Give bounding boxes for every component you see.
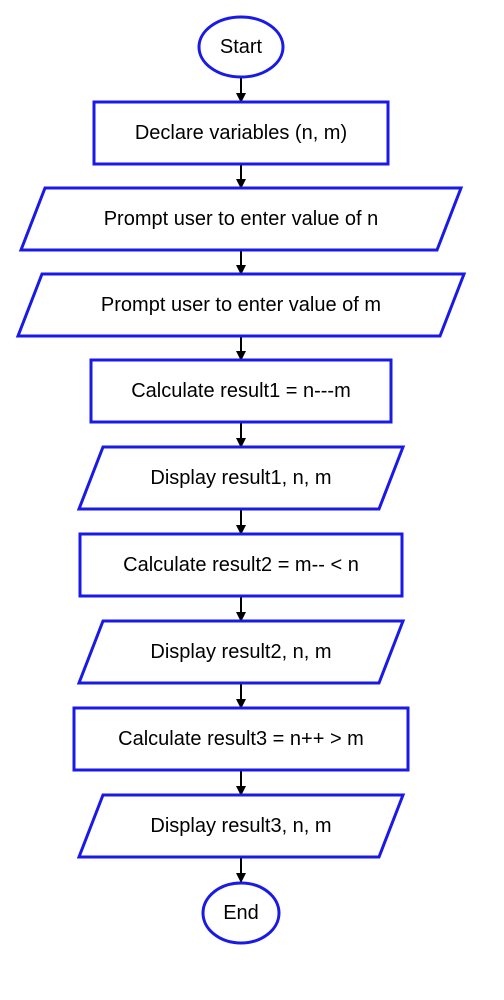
node-display-result2-shape [76, 619, 406, 685]
node-declare-label: Declare variables (n, m) [135, 122, 347, 144]
node-display-result3-label: Display result3, n, m [150, 815, 331, 837]
node-end: End [201, 881, 281, 945]
node-display-result1: Display result1, n, m [76, 445, 406, 511]
node-prompt-m-label: Prompt user to enter value of m [101, 294, 381, 316]
node-calc-result1-shape [89, 358, 393, 424]
node-prompt-m: Prompt user to enter value of m [15, 272, 467, 338]
node-display-result1-label: Display result1, n, m [150, 467, 331, 489]
node-declare-shape [92, 100, 390, 166]
node-start-label: Start [220, 36, 263, 58]
node-prompt-n: Prompt user to enter value of n [18, 186, 464, 252]
node-calc-result3-label: Calculate result3 = n++ > m [118, 728, 364, 750]
node-display-result1-shape [76, 445, 406, 511]
node-calc-result1-label: Calculate result1 = n---m [131, 380, 351, 402]
node-prompt-n-shape [18, 186, 464, 252]
node-start-shape [197, 15, 285, 79]
node-display-result3: Display result3, n, m [76, 793, 406, 859]
node-calc-result3: Calculate result3 = n++ > m [72, 706, 410, 772]
node-declare: Declare variables (n, m) [92, 100, 390, 166]
node-calc-result2-label: Calculate result2 = m-- < n [123, 554, 359, 576]
node-calc-result2: Calculate result2 = m-- < n [78, 532, 404, 598]
node-start: Start [197, 15, 285, 79]
node-display-result3-shape [76, 793, 406, 859]
node-calc-result1: Calculate result1 = n---m [89, 358, 393, 424]
node-calc-result3-shape [72, 706, 410, 772]
node-prompt-n-label: Prompt user to enter value of n [104, 208, 379, 230]
node-prompt-m-shape [15, 272, 467, 338]
node-display-result2-label: Display result2, n, m [150, 641, 331, 663]
node-end-shape [201, 881, 281, 945]
node-display-result2: Display result2, n, m [76, 619, 406, 685]
node-end-label: End [223, 902, 259, 924]
node-calc-result2-shape [78, 532, 404, 598]
